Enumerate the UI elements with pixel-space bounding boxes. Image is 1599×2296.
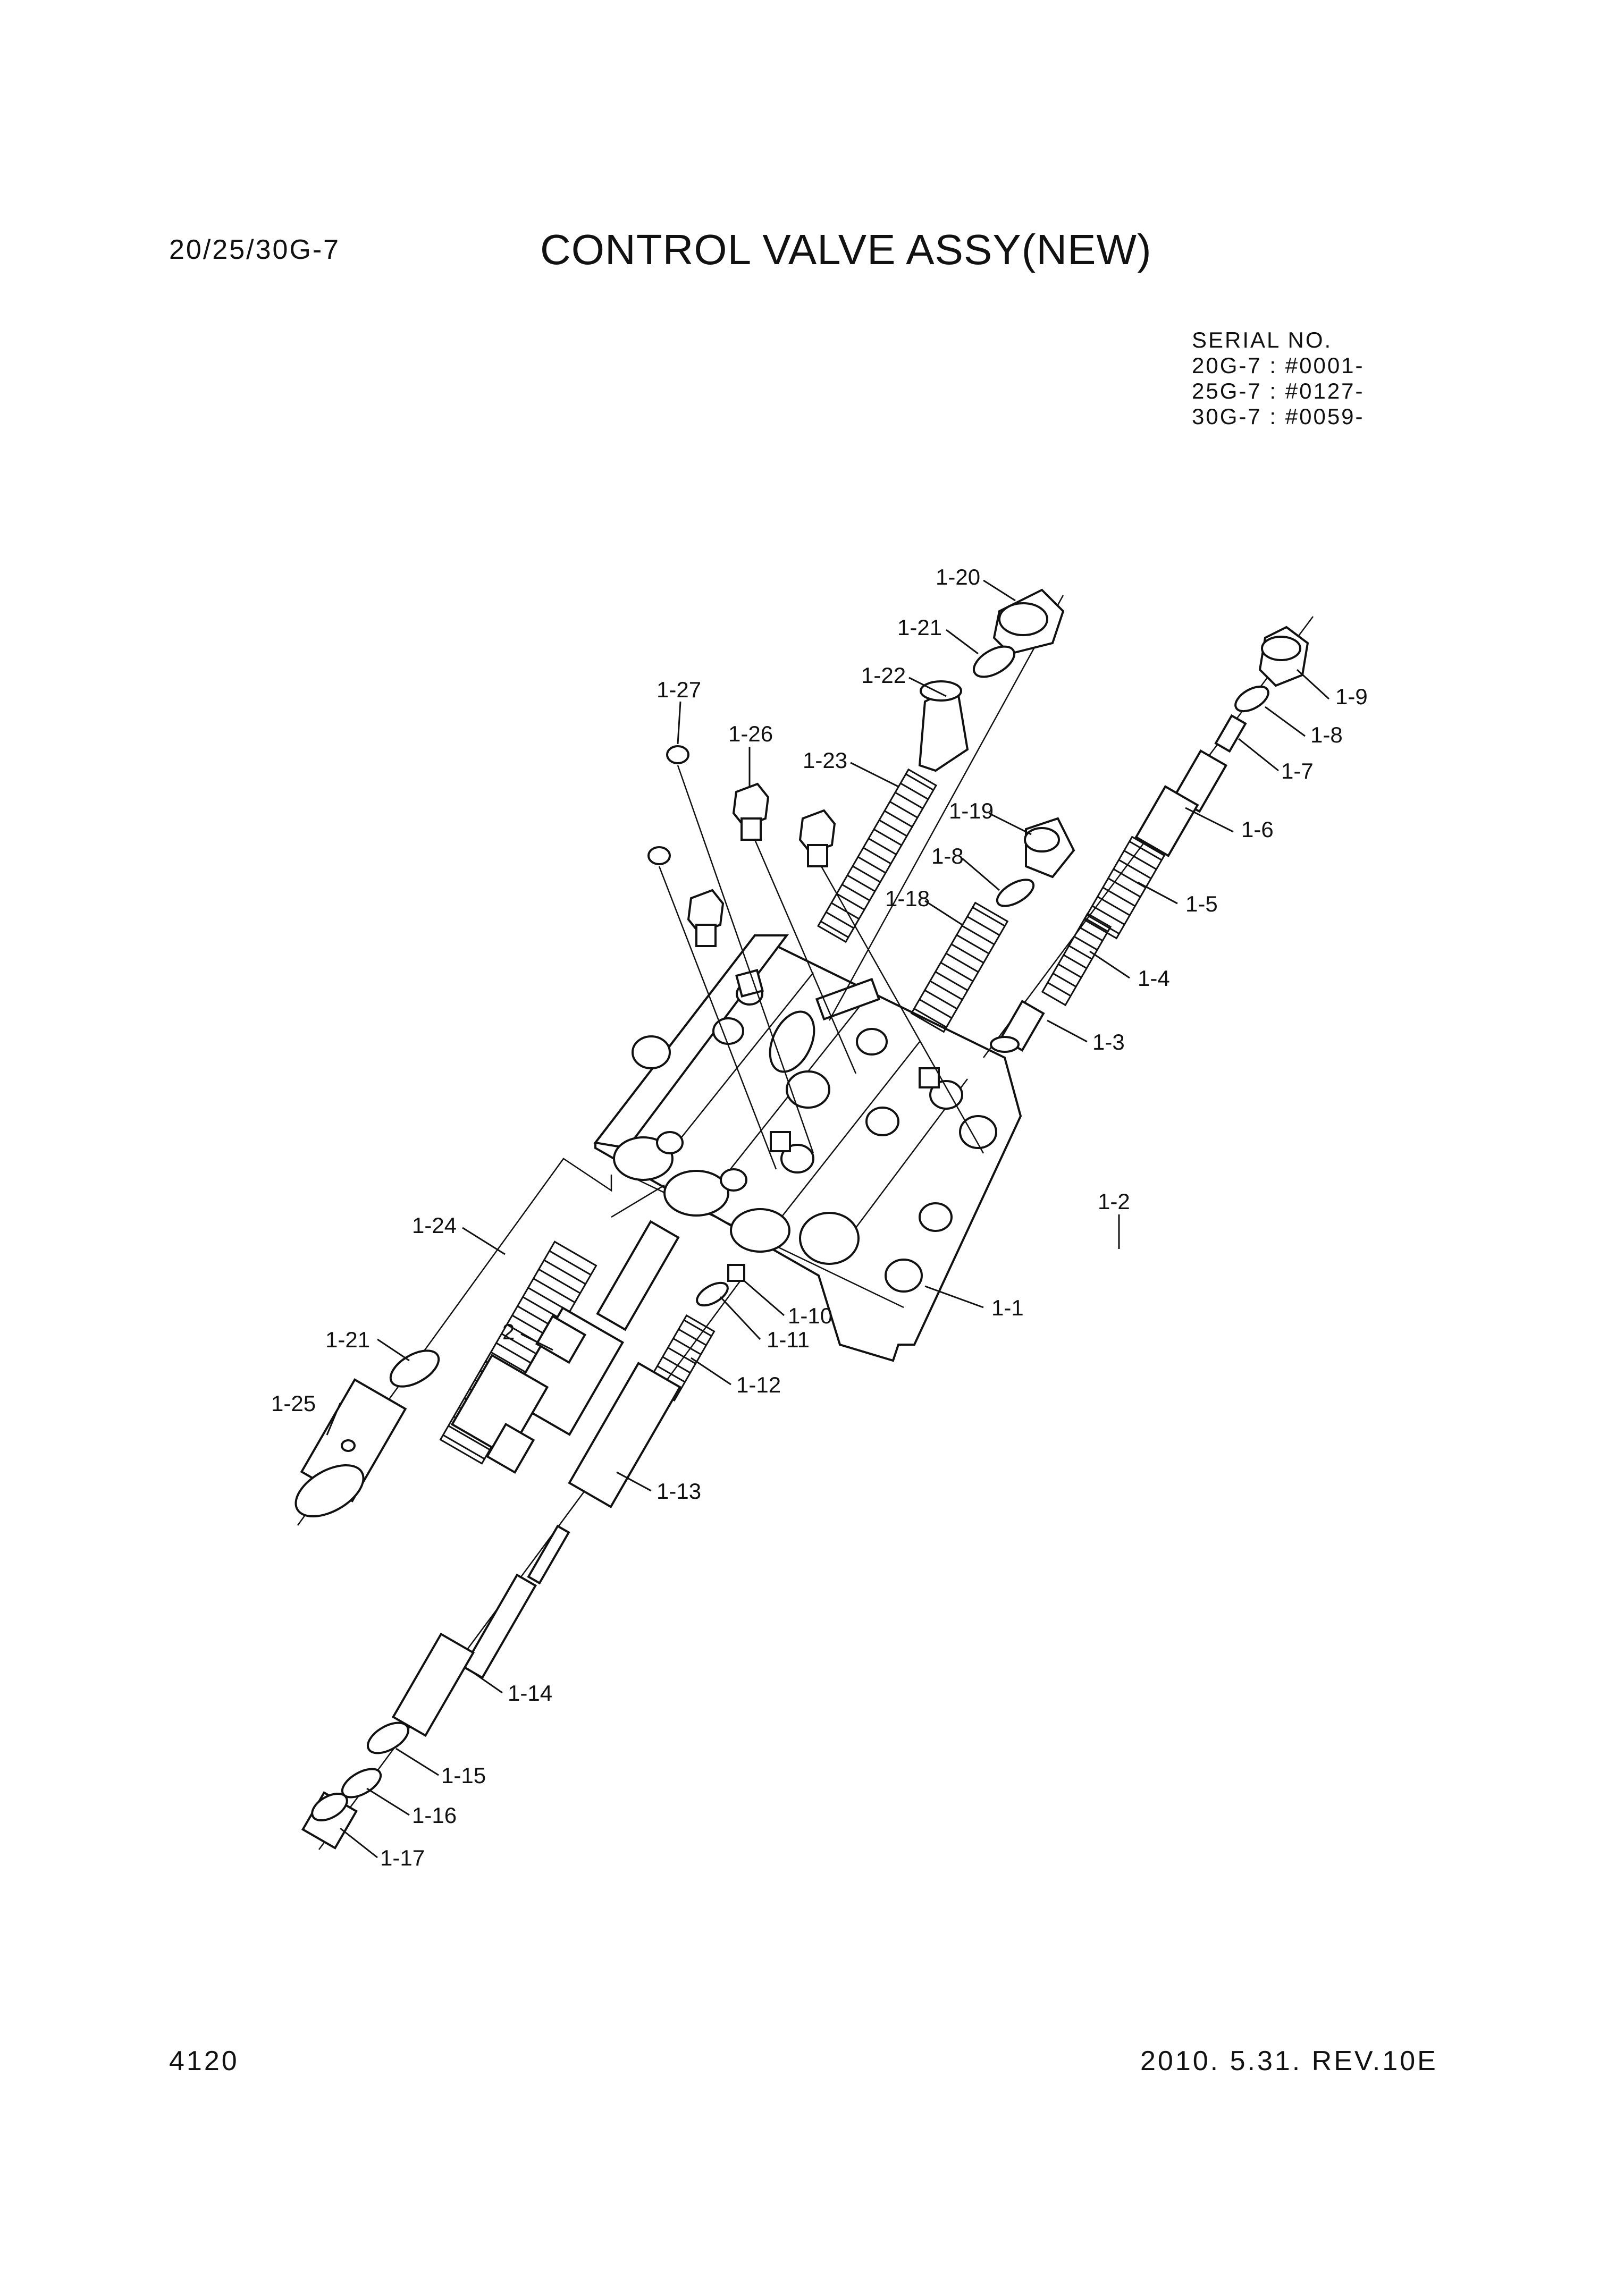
callout-label: 1-19 bbox=[949, 798, 994, 823]
callout-label: 1-12 bbox=[736, 1372, 781, 1397]
callout-label: 1-7 bbox=[1281, 758, 1314, 783]
upper-left-spool-stack bbox=[817, 588, 1075, 1033]
serial-line: 30G-7 : #0059- bbox=[1192, 404, 1365, 429]
callout-label: 1-4 bbox=[1138, 966, 1170, 991]
lower-spool-stack bbox=[301, 1184, 745, 1850]
callout-label: 1-13 bbox=[657, 1479, 701, 1504]
callout-label: 1-18 bbox=[885, 886, 930, 911]
leader-lines bbox=[326, 579, 1330, 1859]
callout-label: 1-25 bbox=[271, 1391, 316, 1416]
model-code: 20/25/30G-7 bbox=[169, 234, 341, 265]
callout-label: 1-11 bbox=[767, 1327, 810, 1352]
callout-label: 1-14 bbox=[508, 1681, 552, 1706]
page-title: CONTROL VALVE ASSY(NEW) bbox=[540, 226, 1152, 273]
callout-label: 1-1 bbox=[991, 1295, 1024, 1320]
serial-line: 20G-7 : #0001- bbox=[1192, 353, 1365, 378]
serial-heading: SERIAL NO. bbox=[1192, 327, 1333, 352]
callout-label: 1-15 bbox=[441, 1763, 486, 1788]
serial-line: 25G-7 : #0127- bbox=[1192, 378, 1365, 403]
callout-label: 1-8 bbox=[1310, 722, 1343, 747]
right-spool-stack bbox=[982, 616, 1314, 1058]
callout-label: 1-16 bbox=[412, 1803, 457, 1828]
valve-body bbox=[593, 934, 1022, 1362]
callout-label: 1-23 bbox=[803, 748, 847, 773]
solenoid bbox=[450, 1220, 680, 1474]
callout-label: 1-21 bbox=[325, 1327, 370, 1352]
callout-label: 1-26 bbox=[728, 721, 773, 746]
callout-label: 1-8 bbox=[931, 843, 964, 868]
revision-date: 2010. 5.31. REV.10E bbox=[1140, 2046, 1438, 2076]
callout-label: 1-3 bbox=[1092, 1029, 1125, 1054]
plugs bbox=[647, 745, 984, 1170]
callout-label: 1-9 bbox=[1335, 684, 1368, 709]
callout-label: 1-6 bbox=[1241, 817, 1274, 842]
callout-label: 1-21 bbox=[897, 615, 942, 640]
callout-label: 1-5 bbox=[1185, 891, 1218, 916]
callout-label: 1-24 bbox=[412, 1213, 457, 1238]
callout-label: 2 bbox=[502, 1319, 515, 1344]
callout-label: 1-20 bbox=[936, 564, 980, 589]
callout-label: 1-17 bbox=[380, 1845, 425, 1870]
callout-label: 1-10 bbox=[788, 1303, 832, 1328]
callout-labels: 1-20 1-21 1-22 1-27 1-26 1-23 1-9 1-8 1-… bbox=[271, 564, 1368, 1870]
callout-label: 1-22 bbox=[861, 663, 906, 688]
callout-label: 1-2 bbox=[1098, 1189, 1130, 1214]
callout-label: 1-27 bbox=[657, 677, 701, 702]
page-number: 4120 bbox=[169, 2046, 239, 2076]
